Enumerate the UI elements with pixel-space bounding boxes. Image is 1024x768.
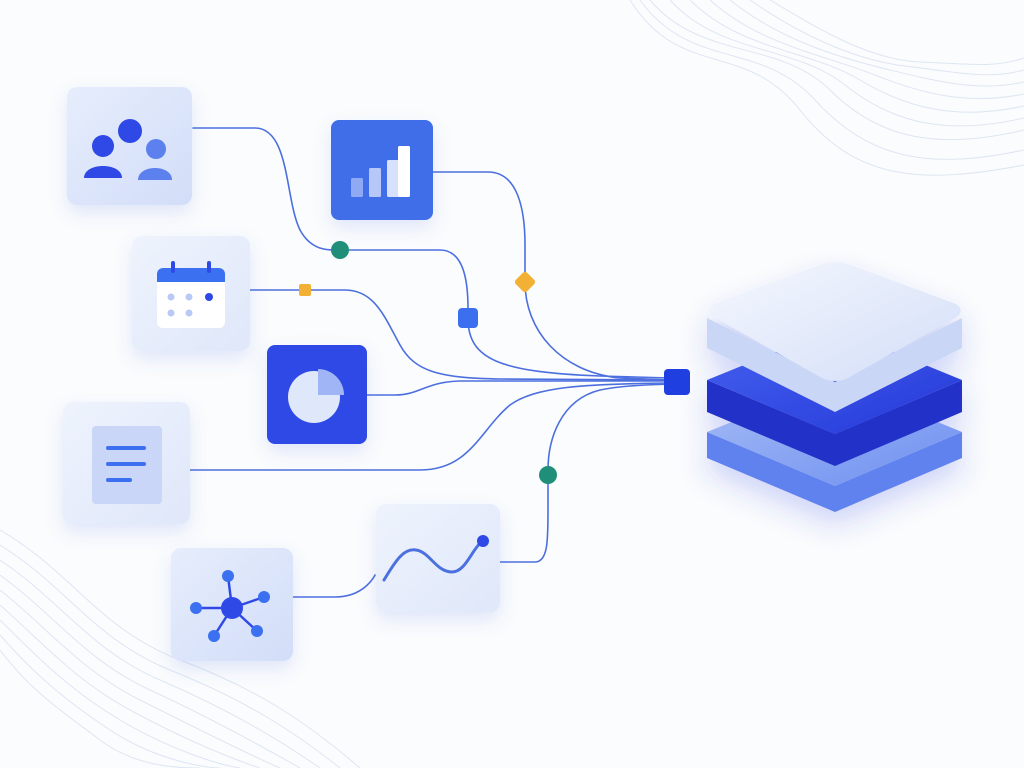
- pie-chart-icon: [288, 369, 344, 423]
- background-waves-top-right: [629, 0, 1024, 176]
- gold-diamond-node: [514, 271, 536, 293]
- database-stack[interactable]: [707, 262, 962, 513]
- users-card[interactable]: [67, 87, 192, 205]
- bar-chart-card[interactable]: [331, 120, 433, 220]
- calendar-card[interactable]: [132, 236, 250, 351]
- users-icon: [84, 119, 172, 180]
- connector-network: [292, 574, 376, 598]
- blue-square-node: [458, 308, 478, 328]
- pie-chart-card[interactable]: [267, 345, 367, 444]
- teal-circle-node-2: [539, 466, 557, 484]
- junction-nodes: [299, 241, 557, 484]
- line-chart-icon: [382, 535, 489, 582]
- connector-document: [189, 382, 671, 471]
- document-icon: [92, 426, 162, 504]
- connector-bar-chart: [432, 171, 671, 381]
- connector-pie-chart: [366, 380, 671, 396]
- calendar-icon: [157, 261, 225, 328]
- hub-square: [664, 369, 690, 395]
- connector-line-chart: [499, 383, 671, 563]
- teal-circle-node-1: [331, 241, 349, 259]
- connector-calendar: [249, 289, 671, 381]
- gold-square-node: [299, 284, 311, 296]
- line-chart-card[interactable]: [376, 504, 500, 612]
- stack-layer-top: [707, 262, 962, 412]
- document-card[interactable]: [63, 402, 190, 524]
- connector-lines: [189, 127, 671, 598]
- network-icon: [190, 570, 270, 642]
- connector-users: [192, 127, 671, 379]
- network-card[interactable]: [171, 548, 293, 661]
- layered-stack-icon: [707, 262, 962, 512]
- bar-chart-icon: [351, 146, 410, 197]
